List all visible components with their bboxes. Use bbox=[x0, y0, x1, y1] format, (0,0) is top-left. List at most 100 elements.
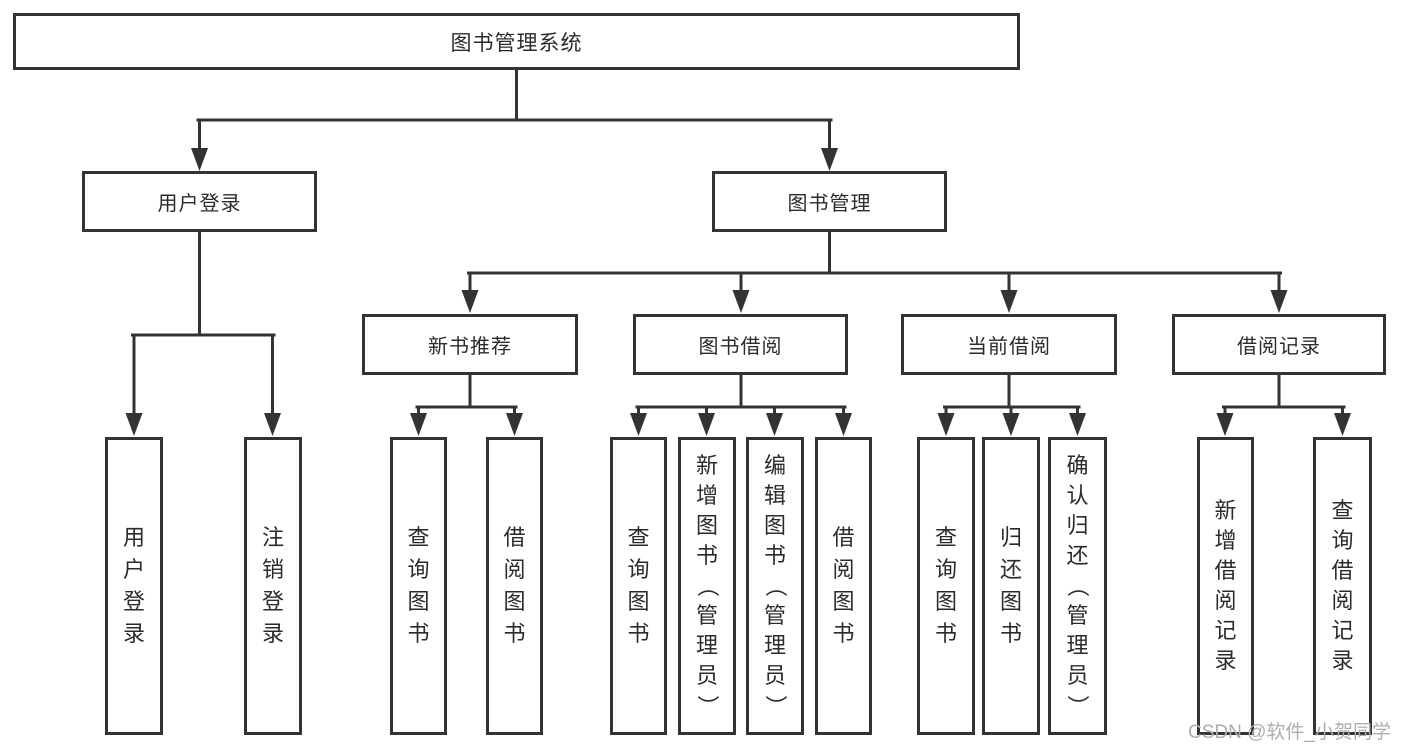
vertical-char: 理 bbox=[1066, 633, 1089, 658]
leaf-edit-books-admin-label: 编辑图书（管理员） bbox=[762, 453, 788, 718]
vertical-char: 查 bbox=[934, 525, 957, 550]
node-library-management-system-label: 图书管理系统 bbox=[450, 31, 583, 55]
arrowhead bbox=[264, 413, 281, 436]
vertical-char: （ bbox=[762, 574, 788, 598]
vertical-label-column: 借阅图书 bbox=[832, 527, 854, 645]
vertical-char: 借 bbox=[832, 525, 855, 550]
vertical-label-column: 归还图书 bbox=[1000, 527, 1022, 645]
arrowhead bbox=[410, 413, 427, 436]
leaf-query-books-current-label: 查询图书 bbox=[935, 527, 957, 645]
vertical-char: 录 bbox=[122, 621, 145, 646]
arrowhead bbox=[821, 148, 838, 171]
vertical-char: （ bbox=[1065, 574, 1091, 598]
csdn-watermark: CSDN @软件_小贺同学 bbox=[1188, 722, 1391, 743]
vertical-char: 新 bbox=[695, 453, 718, 478]
vertical-char: 录 bbox=[261, 621, 284, 646]
node-new-book-recommendation: 新书推荐 bbox=[362, 314, 578, 375]
vertical-char: 注 bbox=[261, 525, 284, 550]
arrowhead bbox=[937, 413, 955, 436]
leaf-borrow-books-borrowing: 借阅图书 bbox=[815, 437, 872, 735]
vertical-char: 登 bbox=[122, 589, 145, 614]
leaf-query-borrow-record-label: 查询借阅记录 bbox=[1331, 500, 1353, 672]
vertical-label-column: 注销登录 bbox=[262, 527, 284, 645]
node-current-borrowing-label: 当前借阅 bbox=[967, 336, 1051, 358]
vertical-char: 管 bbox=[1066, 603, 1089, 628]
vertical-char: 图 bbox=[832, 589, 855, 614]
vertical-char: 书 bbox=[627, 621, 650, 646]
leaf-query-books-borrowing-label: 查询图书 bbox=[627, 527, 649, 645]
vertical-char: 图 bbox=[503, 589, 526, 614]
vertical-char: 用 bbox=[122, 525, 145, 550]
leaf-return-books: 归还图书 bbox=[982, 437, 1040, 735]
vertical-char: 增 bbox=[695, 483, 718, 508]
vertical-char: 询 bbox=[407, 557, 430, 582]
vertical-char: 书 bbox=[503, 621, 526, 646]
vertical-char: 还 bbox=[999, 557, 1022, 582]
node-borrowing-records: 借阅记录 bbox=[1172, 314, 1386, 375]
vertical-char: 书 bbox=[999, 621, 1022, 646]
node-book-borrowing-label: 图书借阅 bbox=[698, 336, 783, 358]
vertical-char: 书 bbox=[407, 621, 430, 646]
leaf-user-login-label: 用户登录 bbox=[123, 527, 145, 645]
vertical-char: 员 bbox=[695, 663, 718, 688]
leaf-logout-label: 注销登录 bbox=[262, 527, 284, 645]
vertical-char: 阅 bbox=[832, 557, 855, 582]
vertical-char: 还 bbox=[1066, 543, 1089, 568]
vertical-char: 归 bbox=[1066, 513, 1089, 538]
vertical-char: 询 bbox=[1331, 528, 1354, 553]
vertical-char: 图 bbox=[999, 589, 1022, 614]
node-current-borrowing: 当前借阅 bbox=[901, 314, 1117, 375]
vertical-label-column: 用户登录 bbox=[123, 527, 145, 645]
leaf-query-books-recommend-label: 查询图书 bbox=[407, 527, 429, 645]
node-library-management-system: 图书管理系统 bbox=[13, 13, 1020, 70]
vertical-char: 管 bbox=[695, 603, 718, 628]
vertical-char: 图 bbox=[695, 513, 718, 538]
vertical-char: 图 bbox=[763, 513, 786, 538]
leaf-query-books-recommend: 查询图书 bbox=[390, 437, 447, 735]
vertical-char: 管 bbox=[763, 603, 786, 628]
vertical-char: 新 bbox=[1214, 498, 1237, 523]
arrowhead bbox=[766, 413, 783, 436]
vertical-char: 图 bbox=[627, 589, 650, 614]
arrowhead bbox=[1002, 413, 1020, 436]
vertical-char: 增 bbox=[1214, 528, 1237, 553]
arrowhead bbox=[835, 413, 852, 436]
arrowhead bbox=[461, 290, 479, 313]
arrowhead bbox=[125, 413, 143, 436]
vertical-label-column: 确认归还（管理员） bbox=[1065, 453, 1091, 718]
vertical-char: 查 bbox=[627, 525, 650, 550]
node-new-book-recommendation-label: 新书推荐 bbox=[428, 336, 512, 358]
vertical-char: 阅 bbox=[503, 557, 526, 582]
leaf-confirm-return-admin-label: 确认归还（管理员） bbox=[1065, 453, 1091, 718]
vertical-char: 理 bbox=[695, 633, 718, 658]
node-book-management: 图书管理 bbox=[712, 171, 947, 232]
vertical-char: 员 bbox=[763, 663, 786, 688]
vertical-label-column: 查询图书 bbox=[407, 527, 429, 645]
node-book-management-label: 图书管理 bbox=[787, 193, 872, 215]
leaf-borrow-books-borrowing-label: 借阅图书 bbox=[832, 527, 854, 645]
arrowhead bbox=[732, 290, 750, 313]
vertical-char: 确 bbox=[1066, 453, 1089, 478]
node-borrowing-records-label: 借阅记录 bbox=[1237, 336, 1321, 358]
vertical-char: 编 bbox=[763, 453, 786, 478]
leaf-return-books-label: 归还图书 bbox=[1000, 527, 1022, 645]
vertical-char: 登 bbox=[261, 589, 284, 614]
vertical-char: 借 bbox=[1331, 558, 1354, 583]
node-book-borrowing: 图书借阅 bbox=[633, 314, 848, 375]
vertical-char: 理 bbox=[763, 633, 786, 658]
leaf-confirm-return-admin: 确认归还（管理员） bbox=[1048, 437, 1107, 735]
vertical-label-column: 借阅图书 bbox=[503, 527, 525, 645]
vertical-char: 销 bbox=[261, 557, 284, 582]
leaf-borrow-books-recommend-label: 借阅图书 bbox=[503, 527, 525, 645]
vertical-char: 图 bbox=[934, 589, 957, 614]
vertical-char: 户 bbox=[122, 557, 145, 582]
vertical-char: 辑 bbox=[763, 483, 786, 508]
leaf-user-login: 用户登录 bbox=[105, 437, 163, 735]
vertical-char: 书 bbox=[832, 621, 855, 646]
vertical-char: 图 bbox=[407, 589, 430, 614]
node-user-login-label: 用户登录 bbox=[157, 193, 242, 215]
leaf-add-borrow-record: 新增借阅记录 bbox=[1197, 437, 1254, 735]
leaf-logout: 注销登录 bbox=[244, 437, 302, 735]
vertical-char: 阅 bbox=[1214, 588, 1237, 613]
